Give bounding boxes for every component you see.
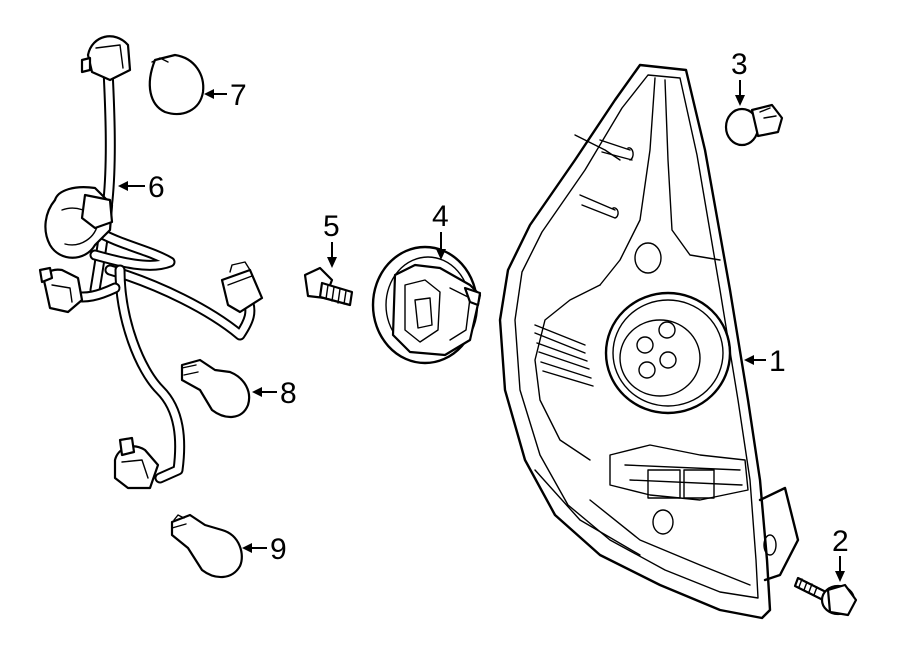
callout-label-8: 8: [280, 377, 297, 410]
callout-9: 9: [242, 533, 287, 566]
callout-4: 4: [432, 200, 449, 260]
callout-label-7: 7: [230, 79, 247, 112]
callout-label-6: 6: [148, 171, 165, 204]
callout-5: 5: [323, 210, 340, 268]
callout-1: 1: [744, 345, 786, 378]
callout-label-4: 4: [432, 200, 449, 233]
callout-label-9: 9: [270, 533, 287, 566]
callout-label-2: 2: [832, 525, 849, 558]
callout-6: 6: [118, 171, 165, 204]
callout-label-5: 5: [323, 210, 340, 243]
callout-label-3: 3: [731, 48, 748, 81]
bulb-part-8: [180, 358, 251, 418]
callout-label-1: 1: [769, 345, 786, 378]
callout-7: 7: [204, 79, 247, 112]
tail-lamp-assembly: [498, 63, 800, 620]
bulb-socket-part-4: [371, 245, 482, 365]
screw-part-5: [303, 266, 354, 307]
screw-part-2: [793, 576, 858, 617]
callout-8: 8: [252, 377, 297, 410]
clip-part-3: [724, 103, 784, 147]
wiring-harness-part-6: [38, 35, 264, 490]
bulb-part-7: [148, 53, 205, 116]
callout-3: 3: [731, 48, 748, 106]
bulb-part-9: [170, 513, 243, 579]
callout-2: 2: [832, 525, 849, 582]
